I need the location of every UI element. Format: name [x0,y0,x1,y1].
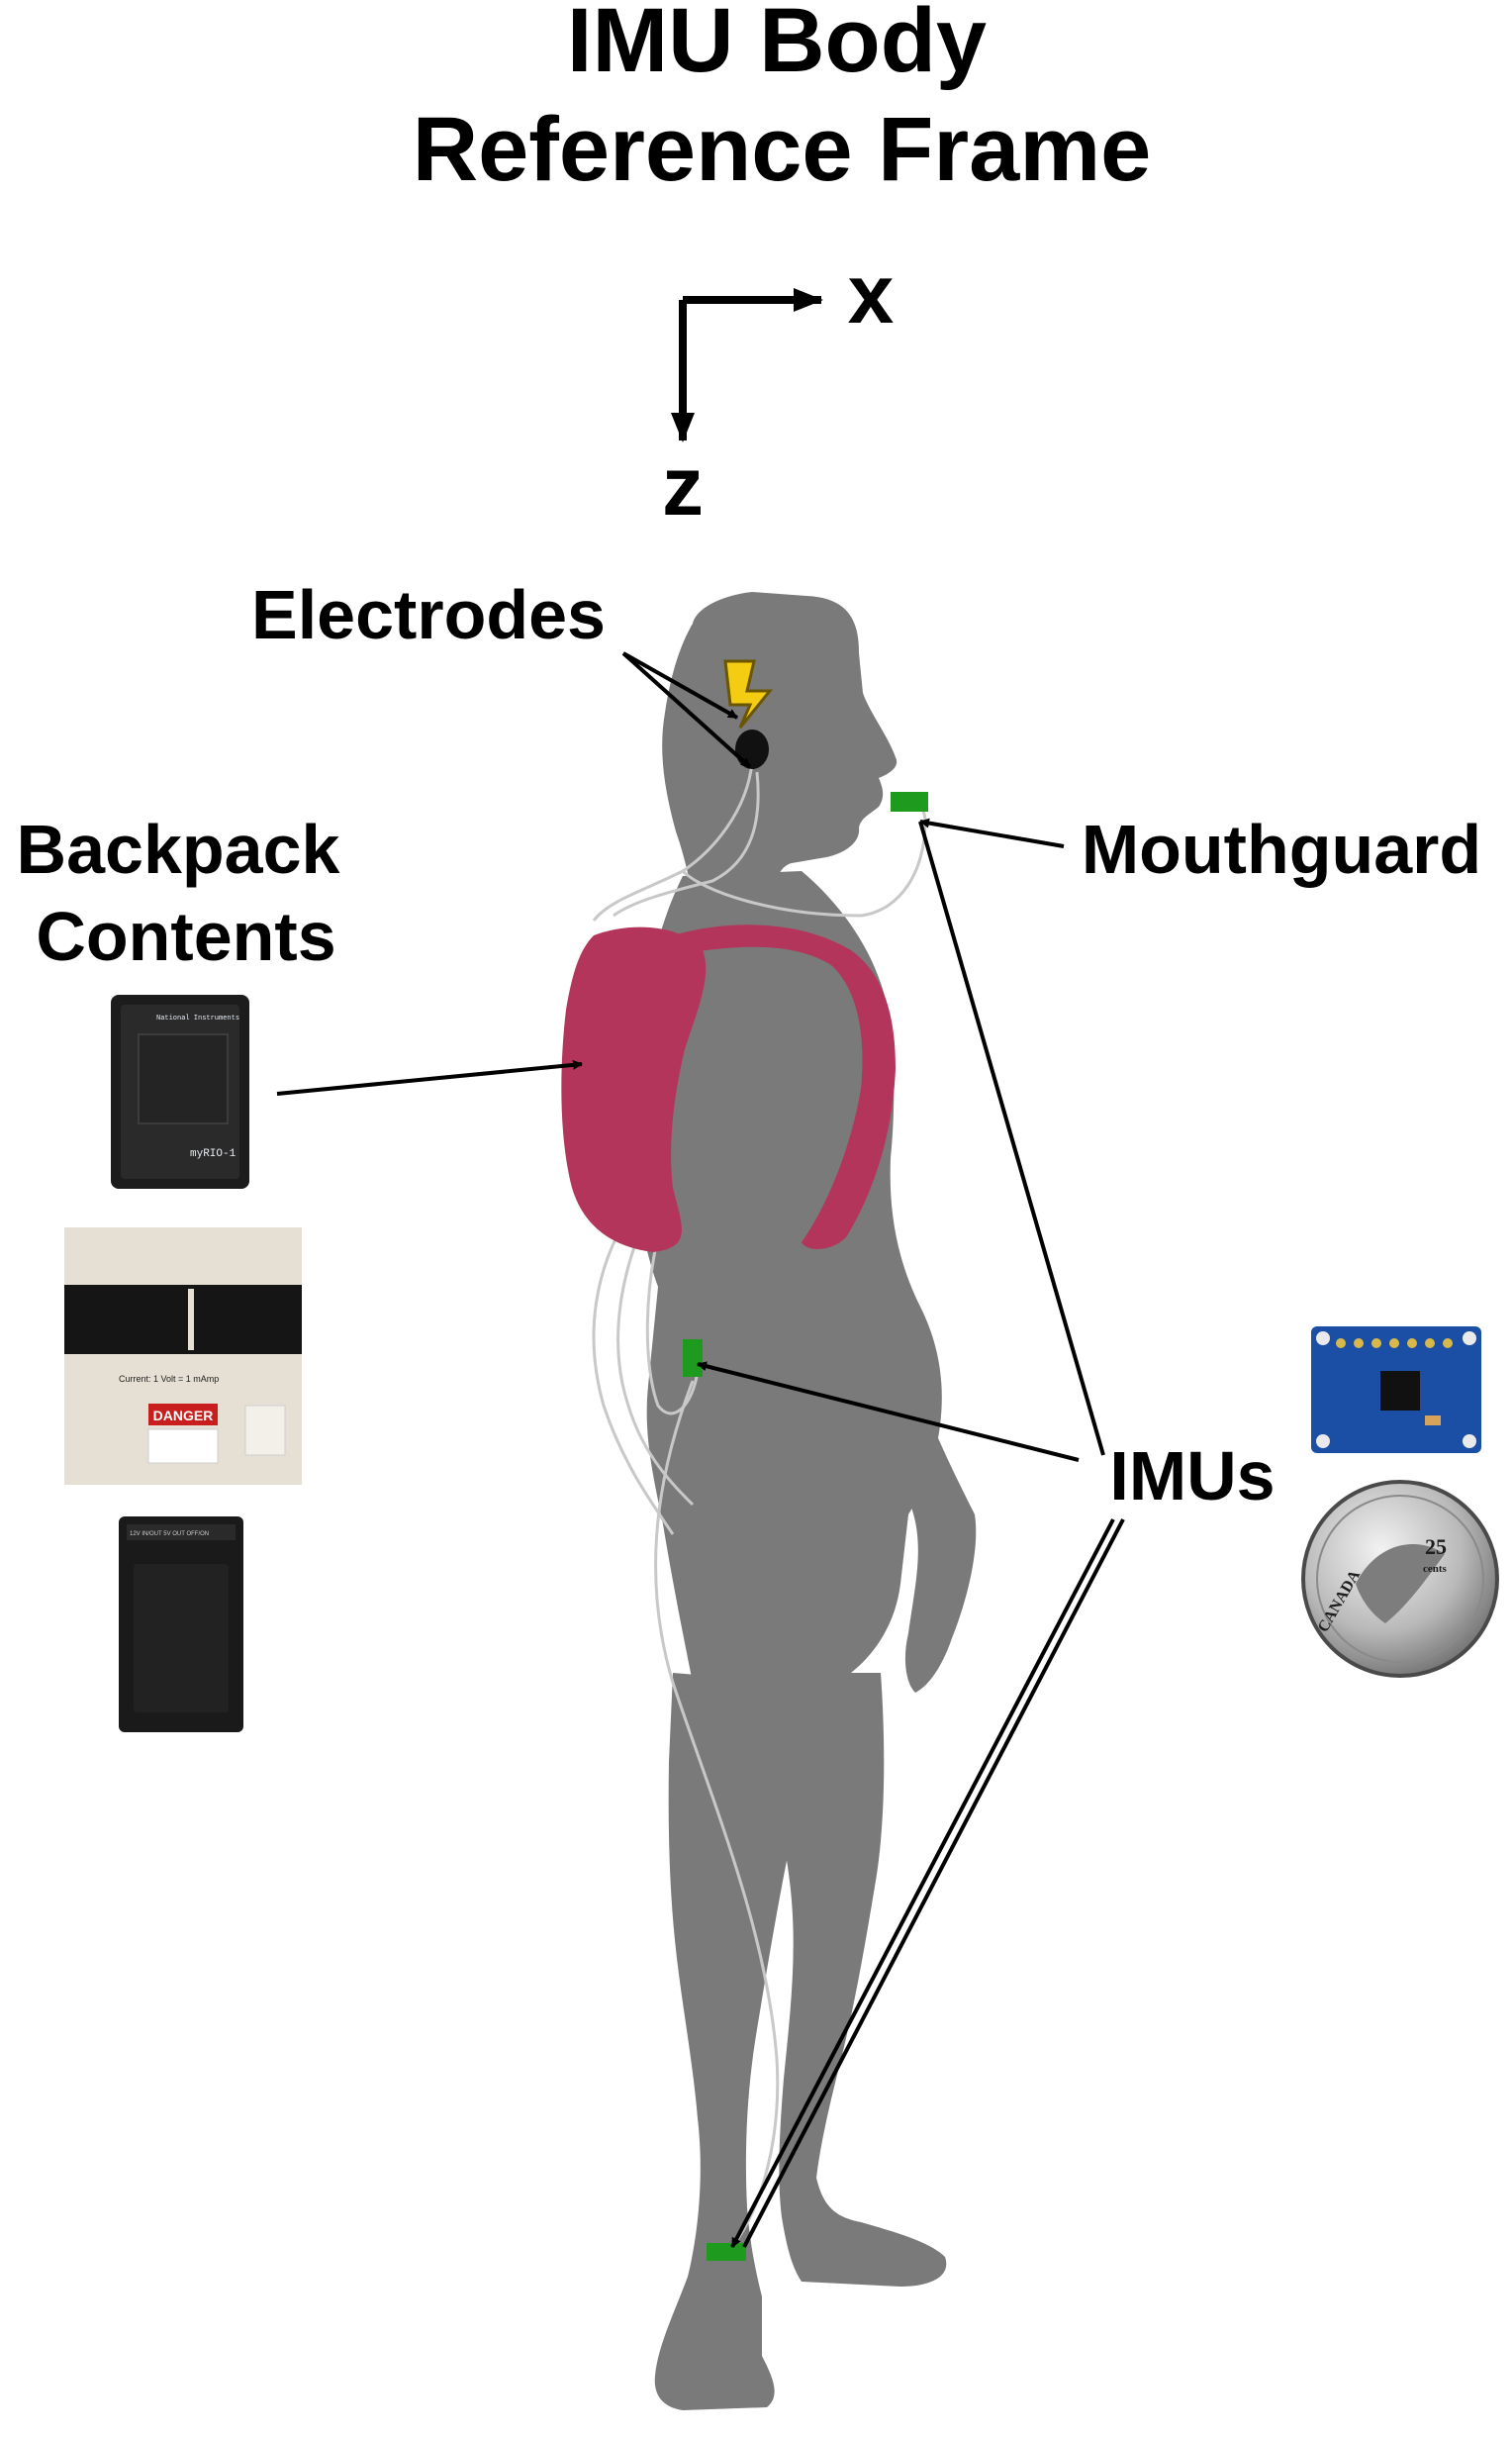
daq-brand-text: National Instruments [156,1015,239,1023]
head [662,592,898,896]
axis-frame: x z [662,247,895,533]
daq-device-photo: National Instruments myRIO-1 [111,995,249,1189]
backpack-label-line-1: Backpack [17,811,340,888]
stim-danger-text: DANGER [153,1408,214,1423]
backpack-label-line-2: Contents [36,898,335,975]
electrode-pad [735,730,769,769]
imu-marker-ankle [707,2243,746,2261]
coin-unit-text: cents [1423,1563,1448,1575]
coin-value-text: 25 [1425,1534,1447,1559]
backpack [561,925,896,1252]
quarter-coin-photo: CANADA 25 cents [1301,1480,1499,1678]
wires [592,761,927,2248]
daq-model-text: myRIO-1 [190,1148,236,1160]
imus-label: IMUs [1109,1437,1275,1514]
mouthguard-label: Mouthguard [1082,811,1481,888]
x-axis-label: x [848,247,895,341]
leader-lines [276,651,1125,2248]
imu-board-photo [1311,1326,1481,1453]
imu-marker-waist [683,1339,703,1377]
battery-pack-photo: 12V IN/OUT 5V OUT OFF/ON [119,1516,243,1732]
imu-marker-mouthguard [891,792,928,812]
arm [792,970,977,1693]
stim-current-text: Current: 1 Volt = 1 mAmp [119,1374,219,1384]
backpack-strap [673,925,896,1249]
body-silhouette [633,592,977,2410]
battery-top-text: 12V IN/OUT 5V OUT OFF/ON [130,1531,209,1537]
electrodes-label: Electrodes [251,576,606,653]
backpack-body [561,926,707,1252]
lightning-bolt-icon [723,659,774,729]
title-line-2: Reference Frame [413,99,1152,200]
stimulator-box-photo: Current: 1 Volt = 1 mAmp DANGER [64,1227,302,1485]
z-axis-label: z [662,439,704,533]
title-line-1: IMU Body [567,0,987,91]
back-leg [654,1673,796,2410]
